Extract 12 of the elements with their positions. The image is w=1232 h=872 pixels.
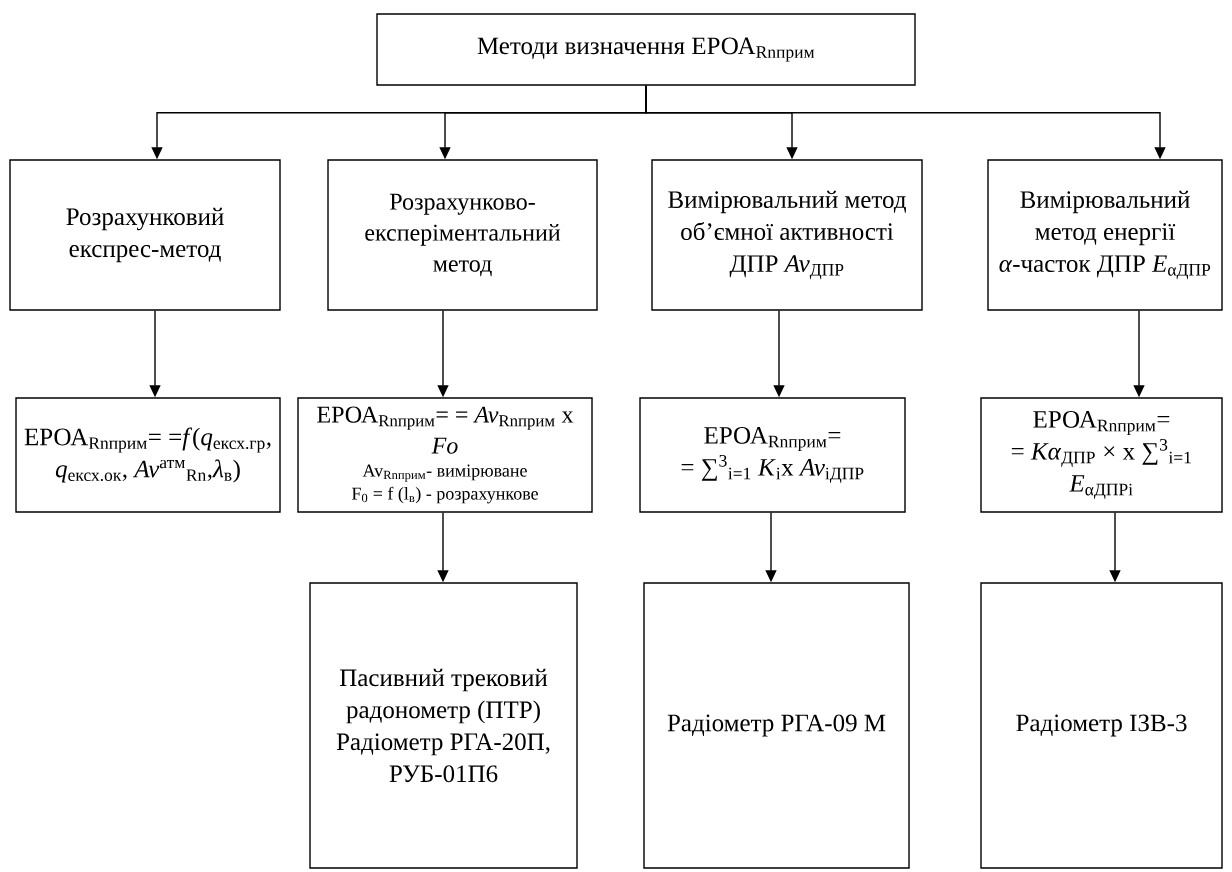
method-box: Пасивний трековий радонометр (ПТР) Радіометр РГА-20П, РУБ-01П6: [309, 582, 578, 869]
method-box: Розрахунковий експрес-метод: [9, 159, 281, 311]
method-box: Радіометр РГА-09 М: [643, 582, 910, 869]
method-box: ЕРОА$_{Rnприм}$= = ∑$^{3}$$_{i=1}$ K$_{i}$x Av$_{iДПР}$: [639, 397, 906, 513]
method-box: Вимірювальний метод енергії α-часток ДПР E$_{αДПР}$: [987, 159, 1223, 311]
method-box: ЕРОА$_{Rnприм}$= =f(q$_{ексх.гр}$, q$_{ексх.ок}$, Av$^{атм}$$_{Rn}$,λ$_{в}$): [15, 397, 281, 513]
method-box: Радіометр ІЗВ-3: [980, 582, 1223, 869]
method-box: Розрахунково-експеріментальний метод: [327, 159, 598, 311]
method-box: Вимірювальний метод об’ємної активності ДПР Av$_{ДПР}$: [651, 159, 923, 311]
method-box: ЕРОА$_{Rnприм}$= = Kα$_{ДПР}$ × x ∑$^{3}$i=1 E$_{αДПРi}$: [980, 397, 1223, 513]
method-box: ЕРОА$_{Rnприм}$= = Av$_{Rnприм}$ x Fo Av$_{Rnприм}$- вимірюване F$_{0}$ = f (l$_{в}$) - розрахункове: [297, 397, 593, 513]
method-box: Методи визначення ЕРОА$_{Rnприм}$: [376, 13, 916, 86]
